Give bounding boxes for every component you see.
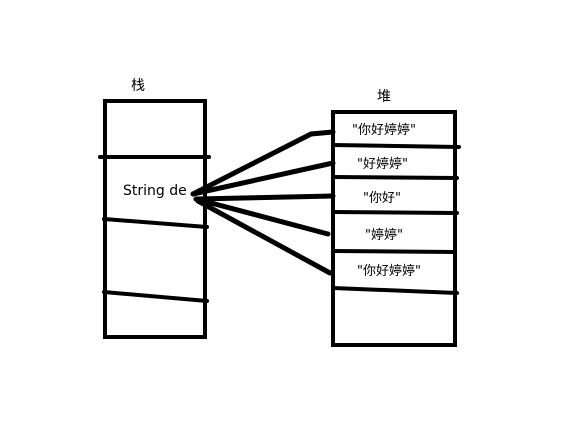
- heap-region: 堆 "你好婷婷" "好婷婷" "你好" "婷婷" "你好婷婷": [331, 89, 461, 347]
- heap-divider: [331, 210, 459, 215]
- heap-box: [331, 110, 457, 347]
- stack-divider: [102, 290, 209, 303]
- stack-variable-label: String de: [123, 183, 187, 199]
- reference-line: [193, 196, 331, 237]
- stack-divider: [102, 217, 209, 229]
- heap-divider: [331, 286, 459, 295]
- heap-divider: [331, 249, 457, 254]
- heap-cell-label: "你好婷婷": [357, 263, 421, 279]
- stack-title: 栈: [131, 78, 145, 94]
- stack-region: 栈 String de: [98, 78, 211, 339]
- reference-line: [193, 193, 336, 202]
- reference-line: [195, 198, 333, 276]
- reference-line: [190, 160, 336, 197]
- heap-divider: [331, 175, 459, 180]
- heap-cell-label: "婷婷": [365, 227, 403, 243]
- reference-arrows: [190, 129, 336, 276]
- reference-line: [190, 129, 336, 197]
- heap-title: 堆: [377, 89, 391, 105]
- heap-divider: [331, 143, 461, 149]
- heap-cell-label: "好婷婷": [357, 156, 408, 172]
- heap-cell-label: "你好婷婷": [352, 122, 416, 138]
- heap-cell-label: "你好": [363, 191, 401, 206]
